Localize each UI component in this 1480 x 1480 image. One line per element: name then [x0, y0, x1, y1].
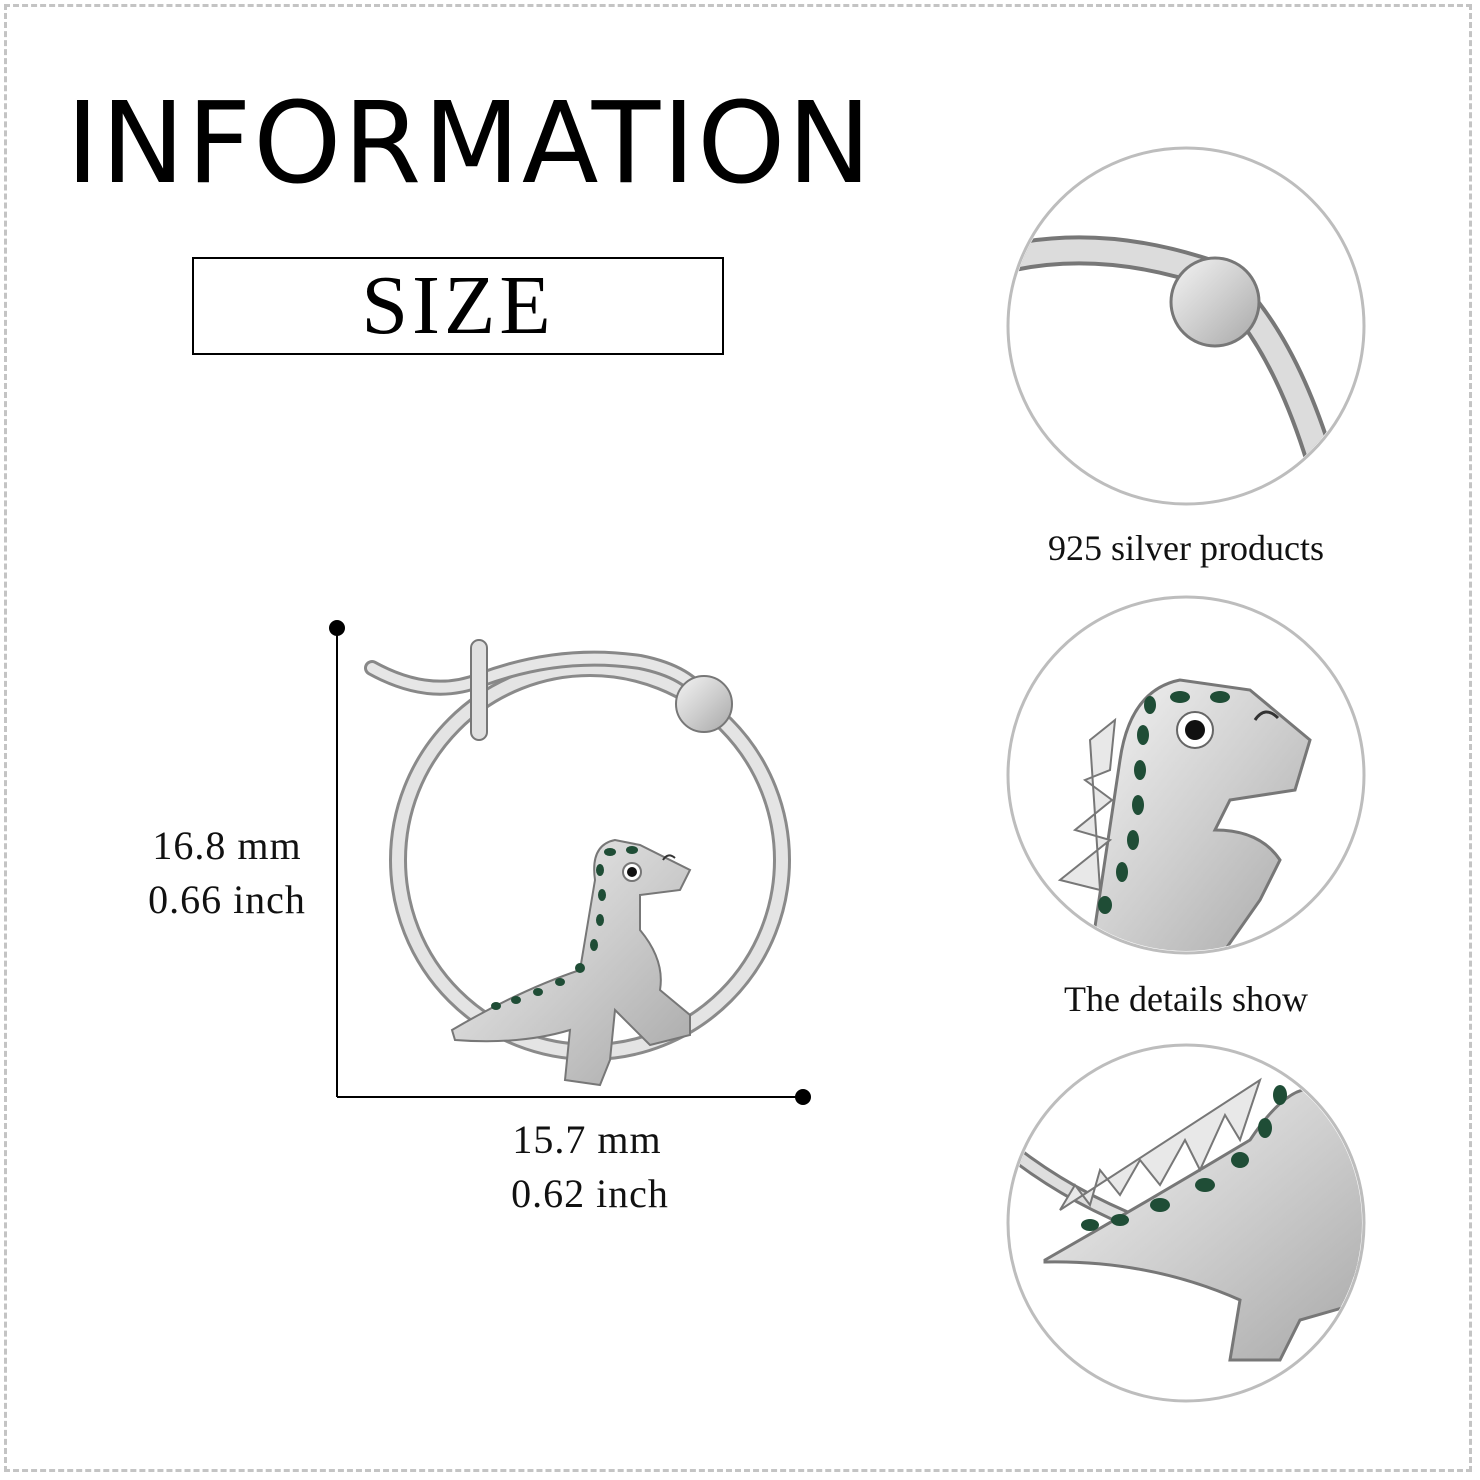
detail-circle-head: [1006, 595, 1366, 955]
page-title: INFORMATION: [66, 79, 874, 209]
caption-silver: 925 silver products: [1048, 528, 1324, 568]
detail-circle-hinge: [1006, 146, 1366, 506]
height-mm: 16.8 mm: [152, 823, 302, 868]
size-box: SIZE: [192, 257, 724, 355]
size-label: SIZE: [361, 259, 555, 352]
width-inch: 0.62 inch: [511, 1171, 669, 1216]
dimension-lines: [329, 620, 811, 1105]
detail-circle-tail: [1006, 1043, 1366, 1403]
caption-details: The details show: [1064, 979, 1308, 1019]
width-mm: 15.7 mm: [512, 1117, 662, 1162]
hoop-earring-image: [364, 639, 791, 1087]
dinosaur-charm: [450, 838, 692, 1087]
dashed-border: [4, 4, 1472, 1472]
dimension-dot-right: [795, 1089, 811, 1105]
height-inch: 0.66 inch: [148, 877, 306, 922]
dimension-dot-top: [329, 620, 345, 636]
